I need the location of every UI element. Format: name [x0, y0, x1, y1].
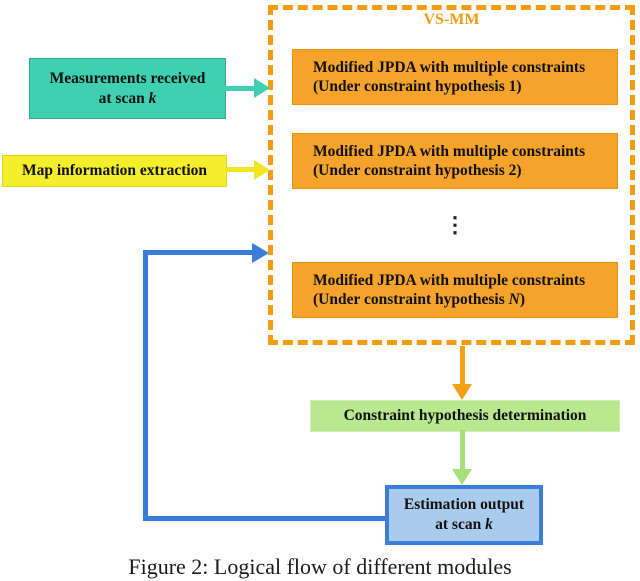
- feedback-line-top: [143, 250, 253, 255]
- jpda-box-hypothesis-1: Modified JPDA with multiple constraints …: [292, 49, 618, 105]
- vsmm-to-determination-arrow-shaft: [460, 346, 465, 386]
- determination-to-output-arrow-shaft: [460, 430, 465, 471]
- measurements-line2: at scan k: [98, 89, 157, 107]
- jpda-box-line2: (Under constraint hypothesis 1): [313, 78, 522, 95]
- map-arrow-head: [254, 160, 270, 180]
- jpda-box-hypothesis-2: Modified JPDA with multiple constraints …: [292, 133, 618, 189]
- measurements-box: Measurements received at scan k: [29, 58, 226, 119]
- vsmm-to-determination-arrow-head: [452, 384, 472, 400]
- jpda-box-hypothesis-n: Modified JPDA with multiple constraints …: [292, 262, 618, 318]
- measurements-arrow-head: [254, 78, 270, 98]
- jpda-box-line2: (Under constraint hypothesis N): [313, 291, 526, 308]
- map-extraction-label: Map information extraction: [21, 162, 208, 179]
- output-line1: Estimation output: [403, 496, 525, 513]
- measurements-arrow-shaft: [224, 86, 256, 91]
- vsmm-container: VS-MM: [268, 5, 635, 345]
- vsmm-label: VS-MM: [423, 11, 480, 28]
- jpda-box-line1: Modified JPDA with multiple constraints: [313, 143, 586, 160]
- estimation-output-box: Estimation output at scan k: [385, 485, 543, 545]
- map-extraction-box: Map information extraction: [2, 155, 227, 187]
- feedback-line-vertical: [143, 250, 148, 521]
- determination-label: Constraint hypothesis determination: [343, 407, 587, 424]
- jpda-box-line2: (Under constraint hypothesis 2): [313, 162, 522, 179]
- figure-caption: Figure 2: Logical flow of different modu…: [128, 554, 512, 579]
- determination-box: Constraint hypothesis determination: [310, 400, 620, 432]
- jpda-box-line1: Modified JPDA with multiple constraints: [313, 272, 586, 289]
- output-line2: at scan k: [435, 516, 493, 533]
- feedback-arrow-head: [252, 243, 269, 263]
- ellipsis-dots: ⋮: [444, 212, 466, 237]
- jpda-box-line1: Modified JPDA with multiple constraints: [313, 59, 586, 76]
- measurements-line1: Measurements received: [49, 69, 206, 87]
- determination-to-output-arrow-head: [452, 469, 472, 485]
- feedback-line-bottom: [143, 516, 387, 521]
- map-arrow-shaft: [225, 167, 256, 172]
